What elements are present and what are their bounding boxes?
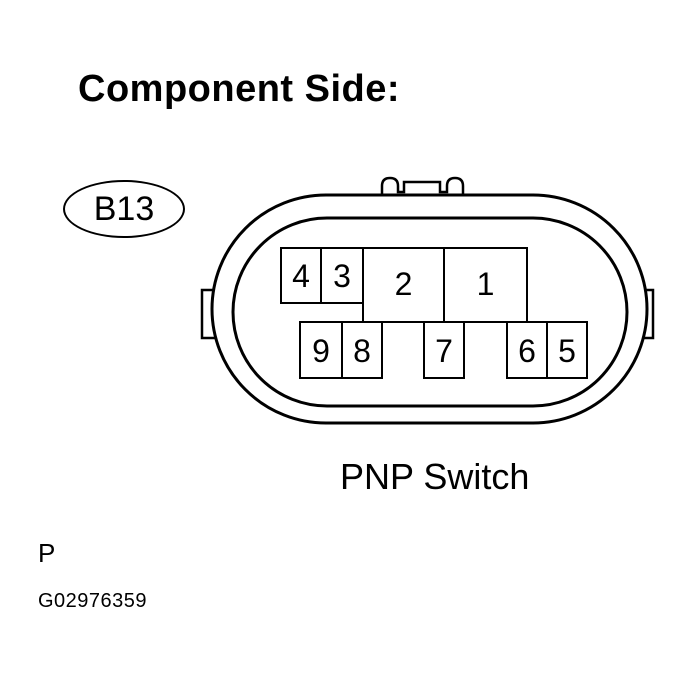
cavity-2 bbox=[362, 247, 445, 323]
cavity-3 bbox=[320, 247, 364, 304]
pin-label-5: 5 bbox=[558, 333, 576, 369]
cavity-9 bbox=[299, 321, 343, 379]
pin-label-9: 9 bbox=[312, 333, 330, 369]
cavity-6 bbox=[506, 321, 548, 379]
cavity-5 bbox=[546, 321, 588, 379]
cavity-1 bbox=[443, 247, 528, 323]
connector-id-badge: B13 bbox=[63, 180, 185, 238]
pin-label-1: 1 bbox=[476, 266, 495, 302]
pin-label-2: 2 bbox=[394, 266, 413, 302]
pin-label-3: 3 bbox=[333, 258, 351, 294]
pin-label-8: 8 bbox=[353, 333, 371, 369]
top-latch bbox=[380, 176, 465, 195]
pin-label-4: 4 bbox=[292, 258, 310, 294]
component-caption: PNP Switch bbox=[340, 456, 530, 497]
cavity-4 bbox=[280, 247, 322, 304]
code-label: P bbox=[38, 538, 56, 568]
figure-id: G02976359 bbox=[38, 590, 148, 612]
cavity-8 bbox=[341, 321, 383, 379]
cavity-7 bbox=[423, 321, 465, 379]
diagram-title: Component Side: bbox=[78, 68, 401, 110]
pin-label-7: 7 bbox=[435, 333, 453, 369]
pin-label-6: 6 bbox=[518, 333, 536, 369]
